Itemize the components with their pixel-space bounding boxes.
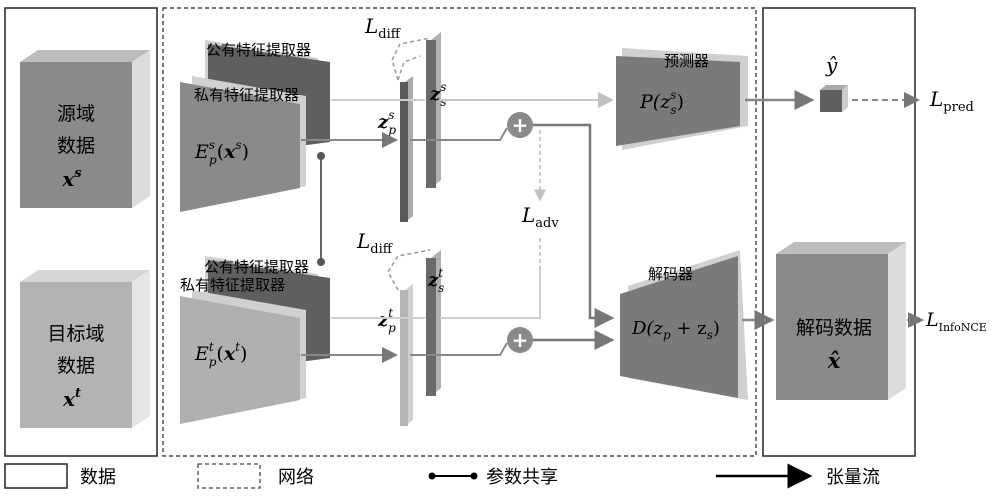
legend-network-label: 网络 [278,467,314,488]
legend-tensor-flow-label: 张量流 [826,467,880,488]
source-ldiff-label: Ldiff [364,14,402,42]
target-plus-symbol: + [512,328,529,352]
legend-data-label: 数据 [80,467,116,488]
target-data-cube [20,270,150,428]
target-plus-node [507,327,533,353]
predictor-label: 预测器 [664,52,709,70]
legend-data-swatch [4,463,68,489]
legend-param-share-dot-right [470,472,478,480]
legend-param-share-label: 参数共享 [486,467,558,488]
decoded-data-label: 解码数据 [796,317,872,339]
decoder-formula: D(zp + zs) [631,318,720,342]
lpred-label: Lpred [929,87,974,115]
legend-network-swatch [197,463,261,489]
source-plus-symbol: + [512,113,529,137]
src-plus-to-decoder [533,123,615,328]
linfonce-label: LInfoNCE [925,309,987,334]
source-ldiff-bracket [391,37,431,81]
param-share-dot-top [317,152,325,160]
source-ldiff-arrow [397,55,421,81]
target-zs-bar [426,250,441,396]
source-private-extractor-label: 私有特征提取器 [194,86,299,104]
predictor-block [616,48,748,150]
target-shared-extractor-label: 公有特征提取器 [204,258,309,276]
target-data-var: xt [62,386,81,411]
source-data-var: xs [61,166,82,191]
decoded-data-var: x̂ [827,348,841,373]
decoder-block [620,250,748,400]
target-private-extractor [180,290,306,424]
tgt-zs-to-adv-flow [440,270,541,319]
target-private-extractor-label: 私有特征提取器 [180,276,285,294]
source-private-extractor [180,76,306,212]
target-data-line1: 目标域 [47,323,104,345]
src-zp-to-plus [410,127,508,141]
source-data-line1: 源域 [57,103,95,125]
decoded-data-cube [776,242,906,400]
source-data-line2: 数据 [57,135,95,157]
target-ldiff-label: Ldiff [356,229,394,257]
target-zp-bar [400,284,413,426]
source-zp-bar [400,76,413,222]
yhat-label: ŷ [825,53,838,77]
decoder-label: 解码器 [648,265,693,283]
target-ldiff-bracket [387,249,431,291]
param-share-dot-bottom [317,258,325,266]
data-frame-right [762,7,916,457]
ladv-label: Ladv [521,203,559,231]
legend-param-share-dot-left [428,472,436,480]
source-plus-node [507,112,533,138]
yhat-cube [820,85,848,112]
tgt-zp-to-plus [410,342,508,356]
target-data-line2: 数据 [57,355,95,377]
network-frame [162,7,757,457]
source-zs-bar [426,32,441,188]
data-frame-left [4,7,158,457]
source-shared-extractor-label: 公有特征提取器 [206,41,311,59]
source-data-cube [20,50,150,208]
